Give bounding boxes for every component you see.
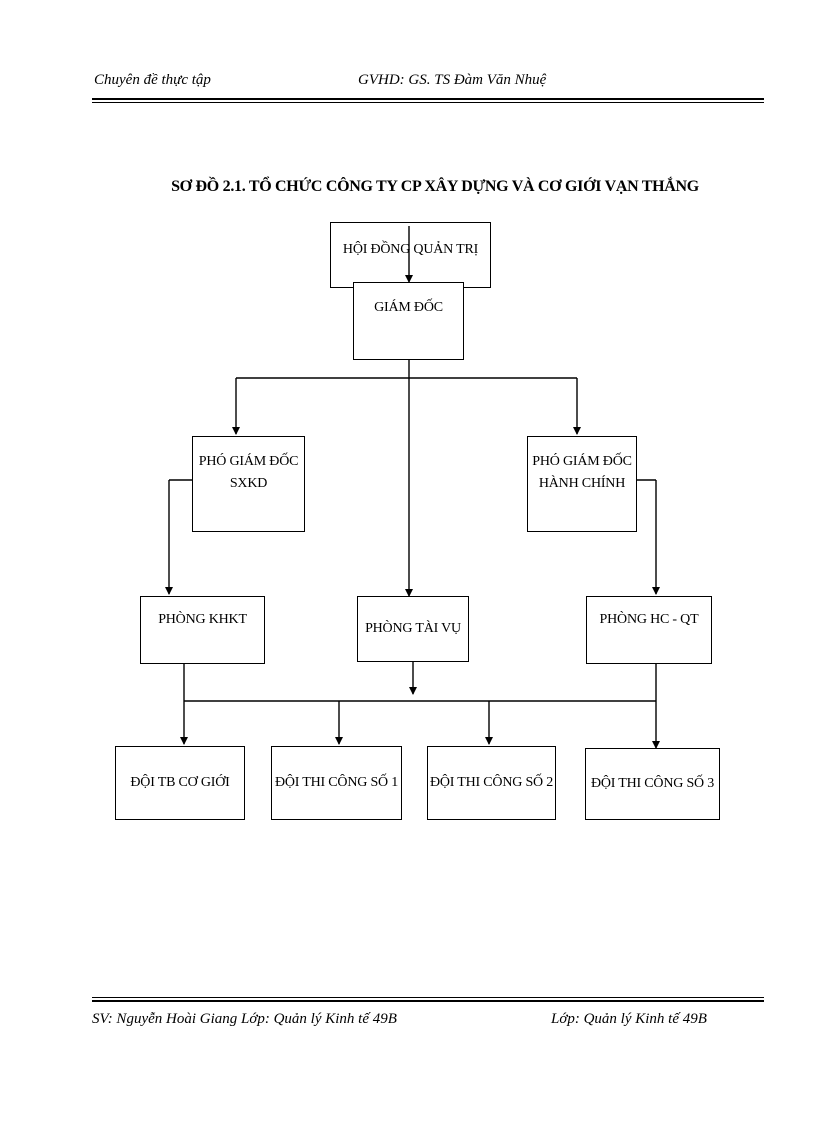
node-doi-thi-cong-so-2-label: ĐỘI THI CÔNG SỐ 2 [429,774,554,790]
node-doi-thi-cong-so-1: ĐỘI THI CÔNG SỐ 1 [271,746,402,820]
node-pho-giam-doc-sxkd-line2: SXKD [229,476,268,492]
node-giam-doc: GIÁM ĐỐC [353,282,464,360]
node-pho-giam-doc-hanh-chinh-line1: PHÓ GIÁM ĐỐC [532,454,632,469]
node-doi-thi-cong-so-3-label: ĐỘI THI CÔNG SỐ 3 [590,775,715,791]
node-pho-giam-doc-hanh-chinh-line2: HÀNH CHÍNH [538,476,626,492]
node-doi-tb-co-gioi: ĐỘI TB CƠ GIỚI [115,746,245,820]
header-rule-thin [92,102,764,103]
node-pho-giam-doc-sxkd: PHÓ GIÁM ĐỐC SXKD [192,436,305,532]
header-rule-thick [92,98,764,100]
node-doi-thi-cong-so-2: ĐỘI THI CÔNG SỐ 2 [427,746,556,820]
node-phong-khkt: PHÒNG KHKT [140,596,265,664]
node-phong-tai-vu-label: PHÒNG TÀI VỤ [365,620,461,636]
footer-rule-thick [92,1000,764,1002]
node-doi-tb-co-gioi-label: ĐỘI TB CƠ GIỚI [130,774,230,790]
diagram-title: SƠ ĐỒ 2.1. TỔ CHỨC CÔNG TY CP XÂY DỰNG V… [171,178,699,195]
node-pho-giam-doc-hanh-chinh: PHÓ GIÁM ĐỐC HÀNH CHÍNH [527,436,637,532]
node-phong-hc-qt: PHÒNG HC - QT [586,596,712,664]
header-left-text: Chuyên đề thực tập [94,72,211,88]
node-hoi-dong-quan-tri: HỘI ĐỒNG QUẢN TRỊ [330,222,491,288]
node-hoi-dong-quan-tri-label: HỘI ĐỒNG QUẢN TRỊ [342,242,479,257]
node-giam-doc-label: GIÁM ĐỐC [374,300,443,315]
node-phong-hc-qt-label: PHÒNG HC - QT [599,612,699,627]
node-phong-tai-vu: PHÒNG TÀI VỤ [357,596,469,662]
footer-right-text: Lớp: Quản lý Kinh tế 49B [551,1011,707,1027]
node-doi-thi-cong-so-1-label: ĐỘI THI CÔNG SỐ 1 [274,774,399,790]
footer-left-text: SV: Nguyễn Hoài Giang Lớp: Quản lý Kinh … [92,1011,397,1027]
node-pho-giam-doc-sxkd-line1: PHÓ GIÁM ĐỐC [198,454,299,469]
header-center-text: GVHD: GS. TS Đàm Văn Nhuệ [358,72,547,88]
footer-rule-thin [92,997,764,998]
node-doi-thi-cong-so-3: ĐỘI THI CÔNG SỐ 3 [585,748,720,820]
node-phong-khkt-label: PHÒNG KHKT [158,612,247,627]
